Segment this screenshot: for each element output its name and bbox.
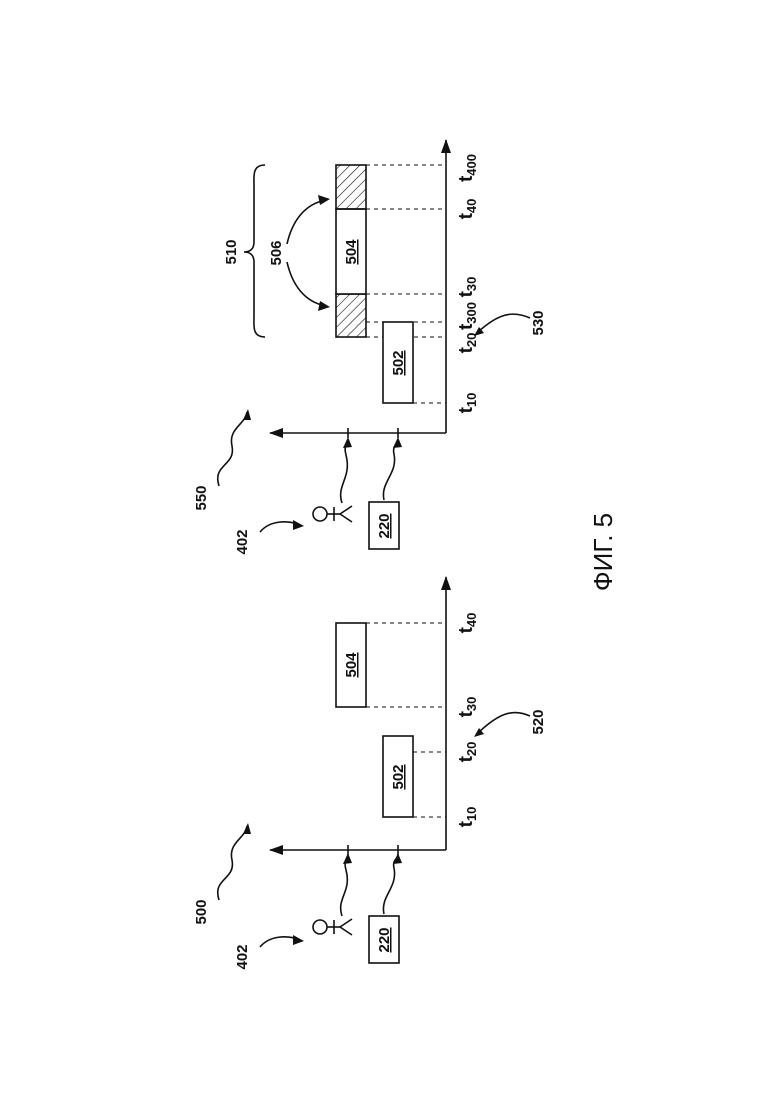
tick-label-a-t40: t40	[456, 613, 479, 634]
svg-text:t400: t400	[456, 154, 479, 182]
leader-user-a	[341, 856, 348, 916]
leader-user-b-head	[343, 437, 352, 448]
block-504-a-label: 504	[343, 652, 360, 678]
ref-550: 550	[193, 485, 210, 510]
entity-axis-arrowhead-a	[269, 845, 283, 855]
leader-user-b	[341, 440, 348, 503]
block-502-b-label: 502	[390, 350, 407, 375]
time-axis-arrowhead-b	[441, 139, 451, 153]
ref-506: 506	[268, 240, 285, 265]
leader-402-b-head	[293, 520, 304, 530]
leader-550	[218, 412, 247, 486]
tick-label-b-t300: t300	[456, 302, 479, 330]
figure-caption: ФИГ. 5	[588, 513, 618, 591]
ref-402-b: 402	[234, 529, 251, 554]
svg-text:t40: t40	[456, 613, 479, 634]
leader-506-lower-head	[318, 301, 330, 311]
leader-device-b-head	[393, 437, 402, 448]
tick-label-b-t20: t20	[456, 333, 479, 354]
leader-506-lower	[287, 262, 326, 306]
tick-label-b-t10: t10	[456, 393, 479, 414]
block-502-a-label: 502	[390, 764, 407, 789]
diagram-a: 502 504 t10 t20 t30 t40 520 500	[193, 576, 547, 970]
tick-label-a-t10: t10	[456, 807, 479, 828]
device-220-b-label: 220	[376, 513, 393, 538]
arrow-520	[478, 713, 530, 733]
ref-510: 510	[223, 239, 240, 264]
tick-label-a-t20: t20	[456, 742, 479, 763]
tick-label-b-t30: t30	[456, 277, 479, 298]
leader-device-a	[383, 856, 398, 914]
svg-text:t300: t300	[456, 302, 479, 330]
diagram-b: 502 504 t10 t20 t300 t30 t40 t400 530 51…	[193, 139, 547, 555]
leader-500-head	[243, 823, 251, 834]
svg-text:t10: t10	[456, 393, 479, 414]
svg-text:t20: t20	[456, 333, 479, 354]
leader-402-a-head	[293, 935, 304, 945]
leader-user-a-head	[343, 853, 352, 864]
brace-510	[244, 165, 265, 337]
block-504-b-label: 504	[343, 239, 360, 265]
leader-500	[218, 826, 247, 900]
svg-text:t40: t40	[456, 199, 479, 220]
ref-530: 530	[530, 310, 547, 335]
tick-label-b-t400: t400	[456, 154, 479, 182]
leader-506-upper	[287, 200, 326, 244]
user-icon-a	[313, 919, 352, 935]
svg-text:t20: t20	[456, 742, 479, 763]
leader-506-upper-head	[318, 195, 330, 205]
hatch-block-lower	[336, 294, 366, 337]
svg-text:t10: t10	[456, 807, 479, 828]
ref-500: 500	[193, 899, 210, 924]
device-220-a-label: 220	[376, 927, 393, 952]
arrow-530	[478, 314, 530, 332]
hatch-block-upper	[336, 165, 366, 209]
leader-device-b	[383, 440, 398, 500]
leader-550-head	[243, 409, 251, 420]
user-icon-b	[313, 506, 352, 522]
tick-label-b-t40: t40	[456, 199, 479, 220]
leader-device-a-head	[393, 853, 402, 864]
ref-402-a: 402	[234, 944, 251, 969]
ref-520: 520	[530, 709, 547, 734]
time-axis-arrowhead-a	[441, 576, 451, 590]
svg-text:t30: t30	[456, 277, 479, 298]
tick-label-a-t30: t30	[456, 697, 479, 718]
entity-axis-arrowhead-b	[269, 428, 283, 438]
svg-text:t30: t30	[456, 697, 479, 718]
